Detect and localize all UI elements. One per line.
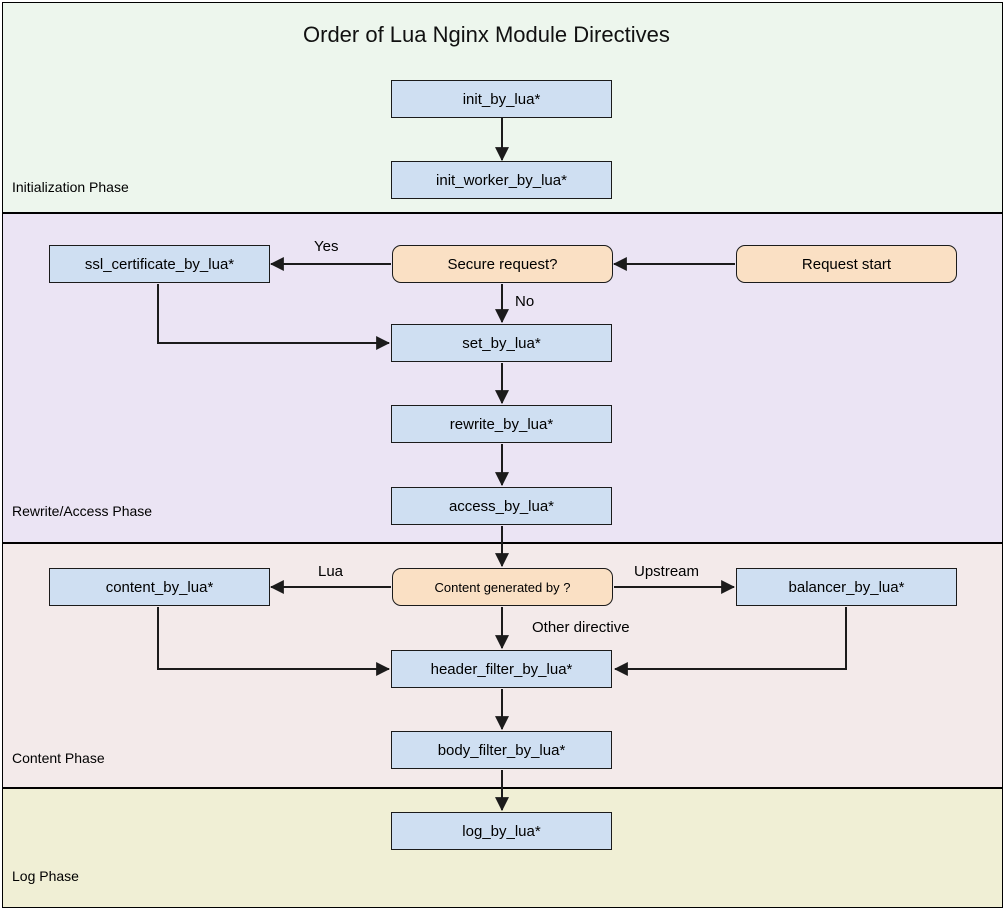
phase-label-content: Content Phase [12, 750, 105, 766]
node-ssl-certificate-by-lua[interactable]: ssl_certificate_by_lua* [49, 245, 270, 283]
edge-label-no: No [515, 293, 535, 310]
node-content-by-lua[interactable]: content_by_lua* [49, 568, 270, 606]
node-label: access_by_lua* [448, 497, 555, 515]
node-content-generated-by[interactable]: Content generated by ? [392, 568, 613, 606]
node-label: init_by_lua* [462, 90, 541, 108]
edge-label-yes: Yes [314, 238, 339, 255]
node-init-by-lua[interactable]: init_by_lua* [391, 80, 612, 118]
node-balancer-by-lua[interactable]: balancer_by_lua* [736, 568, 957, 606]
phase-label-log: Log Phase [12, 868, 79, 884]
node-label: rewrite_by_lua* [449, 415, 554, 433]
phase-label-initialization: Initialization Phase [12, 179, 129, 195]
node-label: Content generated by ? [434, 579, 571, 595]
node-label: Request start [801, 255, 892, 273]
node-secure-request[interactable]: Secure request? [392, 245, 613, 283]
node-label: Secure request? [447, 255, 558, 273]
node-header-filter-by-lua[interactable]: header_filter_by_lua* [391, 650, 612, 688]
node-label: header_filter_by_lua* [430, 660, 573, 678]
node-access-by-lua[interactable]: access_by_lua* [391, 487, 612, 525]
node-log-by-lua[interactable]: log_by_lua* [391, 812, 612, 850]
edge-label-other-directive: Other directive [532, 619, 630, 636]
node-label: init_worker_by_lua* [436, 171, 567, 189]
node-rewrite-by-lua[interactable]: rewrite_by_lua* [391, 405, 612, 443]
node-label: body_filter_by_lua* [437, 741, 566, 759]
node-set-by-lua[interactable]: set_by_lua* [391, 324, 612, 362]
phase-label-rewrite-access: Rewrite/Access Phase [12, 503, 153, 519]
node-label: ssl_certificate_by_lua* [84, 255, 235, 273]
node-label: log_by_lua* [462, 822, 541, 840]
node-label: set_by_lua* [462, 334, 541, 352]
page-title: Order of Lua Nginx Module Directives [303, 22, 670, 47]
edge-label-upstream: Upstream [634, 563, 700, 580]
node-label: content_by_lua* [105, 578, 214, 596]
node-label: balancer_by_lua* [788, 578, 905, 596]
node-init-worker-by-lua[interactable]: init_worker_by_lua* [391, 161, 612, 199]
edge-label-lua: Lua [318, 563, 344, 580]
node-body-filter-by-lua[interactable]: body_filter_by_lua* [391, 731, 612, 769]
node-request-start[interactable]: Request start [736, 245, 957, 283]
